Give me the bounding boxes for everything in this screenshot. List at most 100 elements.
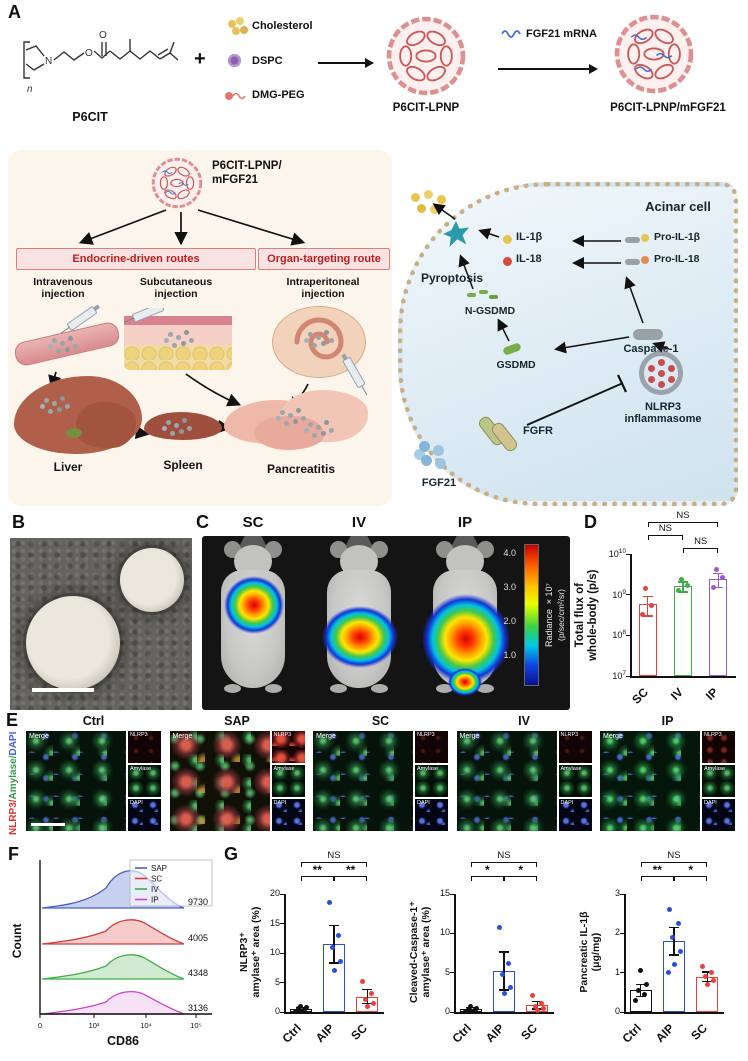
- tick: [280, 893, 284, 895]
- siglab: NS: [327, 850, 341, 861]
- path: [41, 991, 185, 1015]
- text: 3136: [188, 1003, 208, 1013]
- err: [682, 581, 684, 593]
- siglab: *: [688, 863, 693, 877]
- plus-sign: +: [194, 48, 206, 70]
- axis: [284, 894, 286, 1012]
- err: [503, 952, 505, 990]
- pro-il1b-bar-icon: [625, 237, 640, 243]
- axis: [630, 676, 736, 678]
- span: 10: [612, 671, 623, 681]
- mouse-foot: [371, 684, 388, 693]
- intestine-coil: [294, 317, 344, 360]
- ellipse: [159, 176, 169, 190]
- gallbladder: [66, 428, 82, 438]
- merge-image: Merge: [169, 731, 270, 831]
- tick: [626, 675, 630, 677]
- scale-bar: [32, 688, 94, 692]
- colorbar-tick: 4.0: [503, 548, 516, 558]
- text: SAP: [151, 864, 167, 873]
- err: [532, 1000, 543, 1003]
- channel-thumb-amylase: Amylase: [271, 765, 305, 797]
- ellipse: [406, 65, 426, 82]
- axis: [624, 894, 626, 1012]
- err: [362, 988, 373, 991]
- path: [25, 63, 45, 71]
- lnp-label: P6CIT-LPNP: [392, 102, 460, 114]
- blood-vessel-art: [12, 305, 122, 370]
- ylab-t: 10: [269, 947, 280, 957]
- dot: [649, 602, 655, 608]
- mouse-label-sc: SC: [242, 514, 264, 531]
- n-subscript-label: n: [27, 84, 33, 95]
- routes-particle-label: P6CIT-LPNP/ mFGF21: [212, 160, 282, 186]
- sigline: [470, 876, 504, 881]
- dot: [644, 981, 650, 987]
- sigline: [470, 862, 538, 867]
- tick: [280, 982, 284, 983]
- channel-label: Amylase: [560, 766, 582, 772]
- dot: [642, 991, 648, 997]
- text: SC: [151, 875, 162, 884]
- mouse-sc: [202, 536, 304, 710]
- merge-image: Merge: [313, 731, 413, 831]
- path: [159, 52, 171, 60]
- err: [678, 581, 688, 583]
- channel-thumb-dapi: DAPI: [128, 799, 161, 831]
- dot: [302, 1007, 308, 1013]
- dot: [675, 921, 681, 926]
- ylab-t: 15: [269, 917, 280, 928]
- dot: [472, 1008, 478, 1014]
- fgf21-cluster-icon: [419, 441, 430, 452]
- ellipse: [185, 176, 195, 190]
- ylab-t: 1: [614, 966, 620, 977]
- dot: [704, 981, 710, 987]
- sigline: [300, 862, 368, 867]
- dot: [304, 1005, 310, 1011]
- ellipse: [654, 28, 674, 45]
- channel-label: DAPI: [560, 800, 574, 806]
- err: [713, 572, 724, 575]
- dot: [538, 1000, 544, 1006]
- dot: [359, 978, 365, 984]
- channel-thumb-dapi: DAPI: [558, 799, 592, 831]
- sigline: [683, 548, 719, 553]
- tick: [626, 594, 630, 596]
- formulation-arrow: [318, 58, 374, 68]
- siglab: **: [345, 863, 356, 877]
- n-gsdmd-icon: [467, 293, 476, 297]
- dot: [466, 1006, 472, 1012]
- path: [23, 41, 30, 79]
- dot: [534, 1007, 540, 1013]
- text: 9730: [188, 897, 208, 907]
- p6cit-structure-drawing: N O O n: [23, 30, 179, 95]
- channel-thumb-amylase: Amylase: [128, 765, 161, 797]
- mouse-foot: [265, 684, 282, 693]
- dot: [666, 907, 672, 913]
- e-column-title: SC: [371, 714, 390, 728]
- ellipse: [654, 63, 674, 80]
- sup: 8: [622, 629, 626, 637]
- dot: [335, 932, 341, 938]
- e-row-label-part: NLRP3/: [8, 799, 19, 835]
- route-subcutaneous: Subcutaneous injection: [139, 276, 213, 301]
- dot: [468, 1004, 474, 1010]
- g: [432, 203, 670, 426]
- particles-in-skin: [168, 332, 173, 337]
- loading-arrow: [498, 64, 598, 74]
- channel-thumb-amylase: Amylase: [415, 765, 448, 797]
- dspc-icon: [228, 54, 241, 67]
- tick: [620, 932, 624, 934]
- channel-label: DAPI: [273, 800, 287, 806]
- merge-label: Merge: [316, 733, 336, 740]
- luminescence-blob: [322, 606, 398, 668]
- luminescence-blob-small: [448, 668, 482, 696]
- axis: [284, 1012, 384, 1014]
- dot: [713, 566, 719, 572]
- err: [499, 989, 509, 991]
- err: [678, 591, 688, 593]
